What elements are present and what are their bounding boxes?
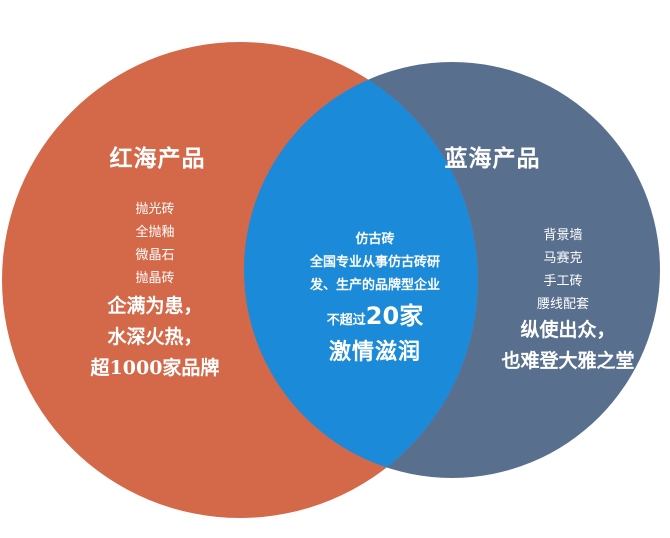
intersection-text: 仿古砖 全国专业从事仿古砖研 发、生产的品牌型企业 不超过20家 激情滋润 <box>275 228 475 370</box>
left-items: 抛光砖 全抛釉 微晶石 抛晶砖 <box>95 198 215 290</box>
right-slogan-line: 也难登大雅之堂 <box>501 350 635 372</box>
intersection-line: 仿古砖 <box>355 232 395 247</box>
right-item: 马赛克 <box>543 251 583 266</box>
left-slogan-line: 企满为患， <box>107 295 203 317</box>
left-item: 微晶石 <box>135 248 175 263</box>
left-slogan-line: 超1000家品牌 <box>90 357 220 379</box>
intersection-count: 不超过20家 <box>275 301 475 334</box>
left-title: 红海产品 <box>109 146 206 172</box>
left-item: 全抛釉 <box>135 225 175 240</box>
intersection-line: 全国专业从事仿古砖研 <box>309 255 440 270</box>
left-item: 抛晶砖 <box>135 271 175 286</box>
right-items: 背景墙 马赛克 手工砖 腰线配套 <box>508 224 618 316</box>
intersection-region <box>244 62 478 478</box>
right-title: 蓝海产品 <box>444 146 541 172</box>
left-slogan: 企满为患， 水深火热， 超1000家品牌 <box>60 291 250 384</box>
left-item: 抛光砖 <box>135 202 175 217</box>
count-value: 20家 <box>365 302 424 330</box>
intersection-slogan: 激情滋润 <box>328 340 421 365</box>
right-item: 背景墙 <box>543 228 583 243</box>
count-prefix: 不超过 <box>326 313 366 328</box>
left-slogan-line: 水深火热， <box>107 326 203 348</box>
right-item: 腰线配套 <box>536 297 589 312</box>
right-slogan: 纵使出众， 也难登大雅之堂 <box>478 315 658 377</box>
right-slogan-line: 纵使出众， <box>520 319 616 341</box>
right-item: 手工砖 <box>543 274 583 289</box>
intersection-line: 发、生产的品牌型企业 <box>309 278 440 293</box>
